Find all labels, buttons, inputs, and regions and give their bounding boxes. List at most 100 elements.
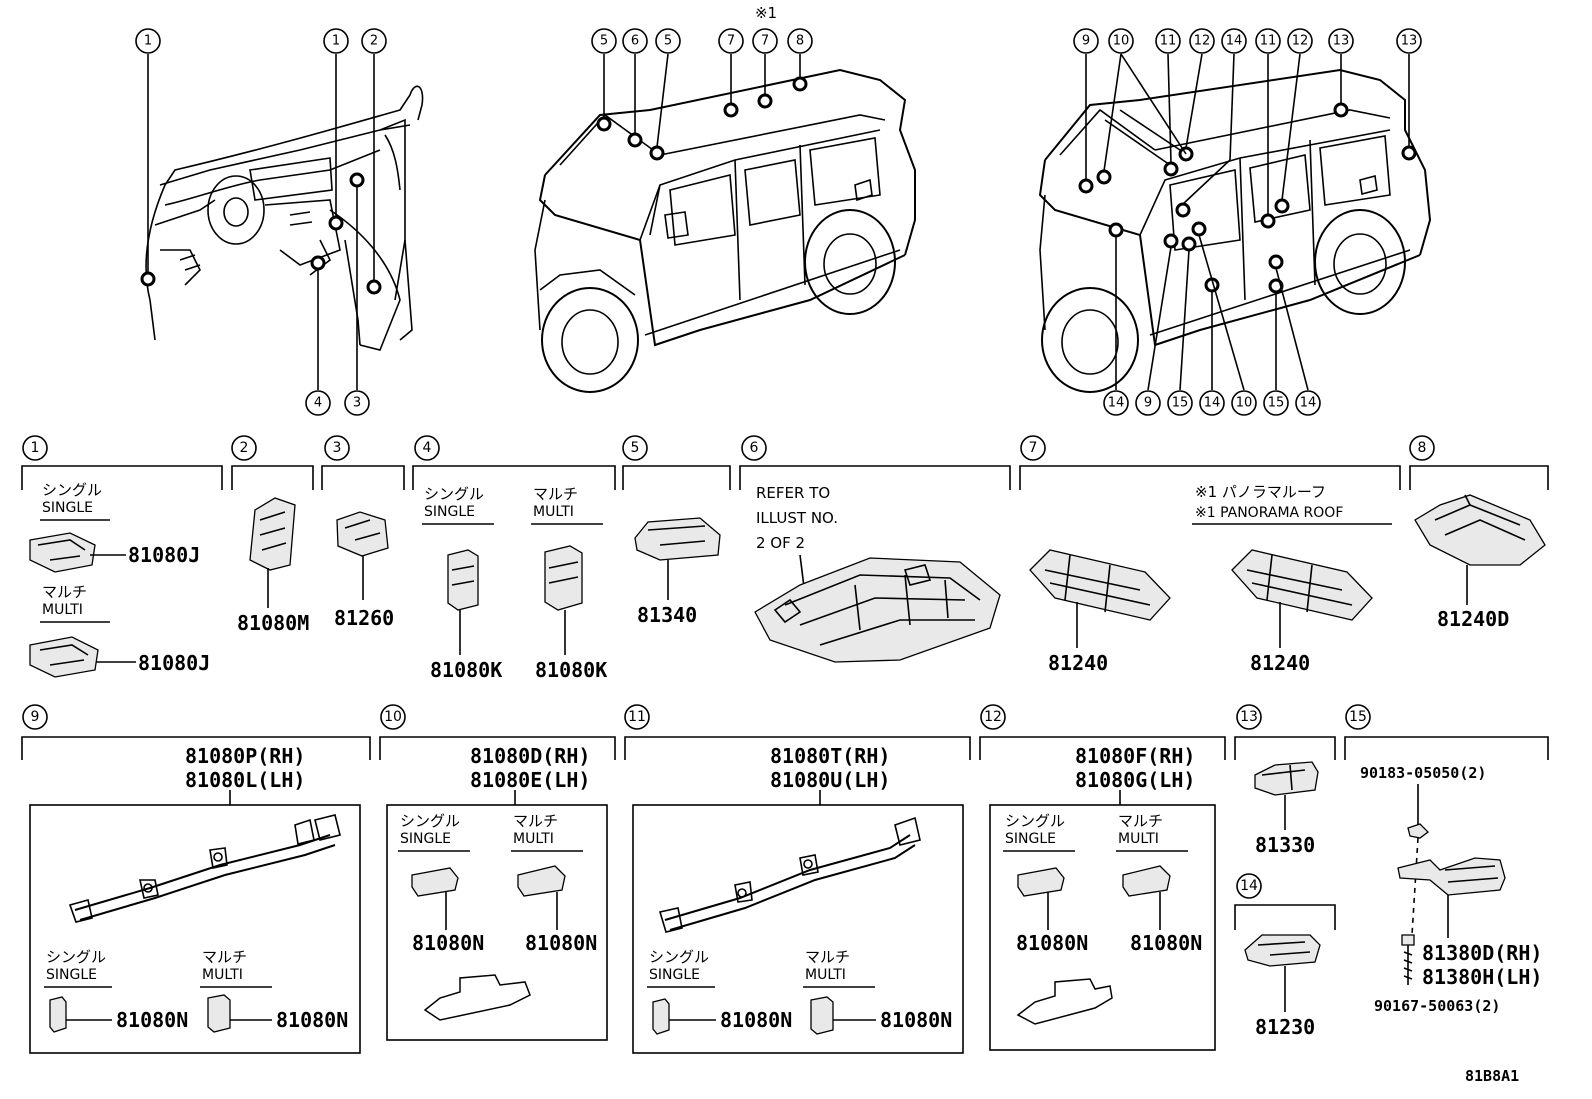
callout-14-bot-c: 14 — [1295, 390, 1321, 416]
bracket-12 — [1016, 978, 1113, 1025]
svg-text:2: 2 — [240, 440, 249, 456]
group-7-number: 7 — [1020, 435, 1046, 461]
group-14-number: 14 — [1236, 873, 1262, 899]
svg-text:12: 12 — [1292, 34, 1309, 49]
svg-text:15: 15 — [1349, 709, 1367, 725]
svg-text:81080N: 81080N — [1130, 931, 1202, 955]
clip-nut-icon — [1407, 823, 1429, 839]
svg-text:マルチ: マルチ — [513, 812, 558, 830]
callout-15-bot-a: 15 — [1167, 390, 1193, 416]
group-8: 8 81240D — [1409, 435, 1546, 631]
group-1: 1 シングル SINGLE 81080J マルチ MULTI 81080J — [22, 435, 210, 678]
group-14: 14 81230 — [1236, 873, 1321, 1039]
svg-text:シングル: シングル — [46, 948, 106, 966]
group-12-number: 12 — [980, 704, 1006, 730]
svg-text:7: 7 — [1029, 440, 1038, 456]
svg-text:4: 4 — [314, 396, 322, 411]
svg-text:6: 6 — [750, 440, 759, 456]
group-brackets-row2 — [21, 736, 1549, 930]
svg-text:81080T(RH): 81080T(RH) — [770, 744, 890, 768]
svg-text:※1 パノラマルーフ: ※1 パノラマルーフ — [1195, 483, 1326, 501]
svg-text:SINGLE: SINGLE — [400, 831, 451, 847]
svg-text:81080J: 81080J — [138, 651, 210, 675]
callout-4: 4 — [305, 390, 331, 416]
callout-14-bot-b: 14 — [1199, 390, 1225, 416]
svg-text:SINGLE: SINGLE — [42, 500, 93, 516]
svg-text:シングル: シングル — [649, 948, 709, 966]
svg-text:13: 13 — [1240, 709, 1258, 725]
connector-multi-12 — [1122, 865, 1171, 897]
callout-12-top-b: 12 — [1287, 28, 1313, 54]
connector-multi-9 — [207, 994, 231, 1033]
group-2: 2 81080M — [231, 435, 309, 635]
svg-text:SINGLE: SINGLE — [649, 967, 700, 983]
svg-text:10: 10 — [384, 709, 402, 725]
svg-text:81080N: 81080N — [880, 1008, 952, 1032]
group-10: 10 81080D(RH) 81080E(LH) シングル SINGLE マルチ… — [380, 704, 608, 1041]
vehicle-exterior-middle — [534, 53, 916, 393]
group-9: 9 81080P(RH) 81080L(LH) シングル SINGLE マルチ … — [22, 704, 361, 1054]
callout-14-bot-a: 14 — [1103, 390, 1129, 416]
lamp-81240-a — [1029, 549, 1171, 621]
svg-text:MULTI: MULTI — [513, 831, 554, 847]
svg-text:シングル: シングル — [424, 485, 484, 503]
connector-single-12 — [1017, 867, 1065, 897]
callout-10-bot: 10 — [1231, 390, 1257, 416]
svg-text:10: 10 — [1113, 34, 1130, 49]
svg-text:81080F(RH): 81080F(RH) — [1075, 744, 1195, 768]
svg-text:SINGLE: SINGLE — [46, 967, 97, 983]
svg-text:81080N: 81080N — [276, 1008, 348, 1032]
group-1-number: 1 — [22, 435, 48, 461]
group-15-number: 15 — [1345, 704, 1371, 730]
svg-text:11: 11 — [1160, 34, 1177, 49]
group-brackets-row1 — [21, 465, 1549, 490]
svg-text:3: 3 — [353, 396, 361, 411]
group-6: 6 REFER TO ILLUST NO. 2 OF 2 — [741, 435, 1001, 663]
callout-11-top-b: 11 — [1255, 28, 1281, 54]
lamp-81240d — [1414, 494, 1546, 566]
svg-text:12: 12 — [1194, 34, 1211, 49]
group-4: 4 シングル SINGLE マルチ MULTI 81080K 81080K — [414, 435, 607, 682]
svg-text:9: 9 — [31, 709, 40, 725]
svg-text:マルチ: マルチ — [42, 583, 87, 601]
connector-multi-11 — [810, 996, 834, 1035]
svg-text:MULTI: MULTI — [1118, 831, 1159, 847]
interior-dashboard-illustration — [140, 54, 424, 390]
svg-text:11: 11 — [1260, 34, 1277, 49]
callout-11-top-a: 11 — [1155, 28, 1181, 54]
svg-text:81260: 81260 — [334, 606, 394, 630]
group-12: 12 81080F(RH) 81080G(LH) シングル SINGLE マルチ… — [980, 704, 1216, 1051]
svg-text:81340: 81340 — [637, 603, 697, 627]
svg-text:シングル: シングル — [1005, 812, 1065, 830]
overhead-console-assembly — [754, 557, 1001, 663]
svg-text:81080D(RH): 81080D(RH) — [470, 744, 590, 768]
svg-text:81380H(LH): 81380H(LH) — [1422, 965, 1542, 989]
svg-text:9: 9 — [1082, 34, 1090, 49]
svg-text:6: 6 — [631, 34, 639, 49]
svg-text:REFER TO: REFER TO — [756, 484, 830, 502]
group-11-number: 11 — [624, 704, 650, 730]
svg-text:シングル: シングル — [42, 481, 102, 499]
group-11: 11 81080T(RH) 81080U(LH) シングル SINGLE マルチ… — [624, 704, 964, 1054]
group-4-number: 4 — [414, 435, 440, 461]
wire-harness-9 — [68, 814, 341, 923]
connector-single-9 — [49, 996, 67, 1033]
svg-text:81230: 81230 — [1255, 1015, 1315, 1039]
svg-text:81080U(LH): 81080U(LH) — [770, 768, 890, 792]
svg-text:15: 15 — [1268, 396, 1285, 411]
connector-multi-10 — [517, 865, 566, 897]
callout-1b: 1 — [323, 28, 349, 54]
callout-5b: 5 — [655, 28, 681, 54]
illustration-id: 81B8A1 — [1465, 1067, 1519, 1085]
svg-text:81080N: 81080N — [116, 1008, 188, 1032]
lamp-81340 — [634, 517, 721, 561]
svg-text:81080P(RH): 81080P(RH) — [185, 744, 305, 768]
group-12-box — [989, 804, 1216, 1051]
svg-text:14: 14 — [1240, 878, 1258, 894]
svg-text:14: 14 — [1108, 396, 1125, 411]
callout-14-top: 14 — [1221, 28, 1247, 54]
svg-text:81080E(LH): 81080E(LH) — [470, 768, 590, 792]
svg-text:SINGLE: SINGLE — [1005, 831, 1056, 847]
group-9-box — [29, 804, 361, 1054]
